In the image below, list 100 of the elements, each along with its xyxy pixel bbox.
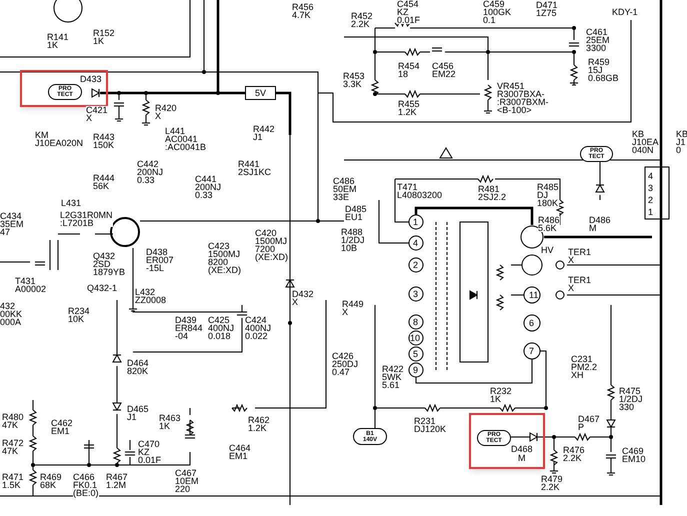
component-label: R488 1/2DJ 10B [341, 228, 364, 252]
component-label: C441 200NJ 0.33 [195, 175, 222, 199]
component-label: R449 X [342, 300, 364, 316]
component-label: R485 DJ 180K [537, 183, 559, 207]
component-label: R152 1K [93, 29, 115, 45]
component-label: R453 3.3K [343, 72, 365, 88]
component-label: D485 EU1 [345, 205, 367, 221]
component-label: KM J10EA020N [35, 131, 84, 147]
component-label: 6 [529, 319, 534, 327]
component-label: C466 FK0.1 (BE:0) [73, 473, 99, 497]
component-label: TER1 X [568, 276, 592, 292]
component-label: R479 2.2K [541, 475, 563, 491]
component-label: D432 X [292, 290, 314, 306]
node-label: 5V [254, 88, 266, 98]
component-label: 3 [648, 184, 654, 192]
component-label: T431 A00002 [15, 277, 46, 293]
component-label: 9 [413, 366, 418, 374]
component-label: C442 200NJ 0.33 [137, 160, 164, 184]
component-label: C456 EM22 [432, 62, 456, 78]
component-label: R420 X [155, 104, 177, 120]
component-label: 3 [413, 290, 418, 298]
component-label: R462 1.2K [248, 416, 270, 432]
component-label: R444 56K [93, 174, 115, 190]
component-label: C461 25EM 3300 [586, 28, 610, 52]
component-label: 1 [648, 208, 654, 216]
component-label: 8 [413, 318, 418, 326]
component-label: 5 [413, 350, 418, 358]
component-label: 4 [648, 172, 654, 180]
component-label: KDY-1 [612, 8, 638, 16]
component-label: R231 DJ120K [414, 417, 446, 433]
component-label: 432 00KK 000A [0, 302, 22, 326]
component-label: Q432-1 [87, 284, 118, 292]
component-label: HV [541, 246, 554, 254]
component-label: 11 [529, 291, 538, 299]
component-label: 10 [410, 334, 420, 342]
component-label: C464 EM1 [229, 444, 251, 460]
component-label: L431 [61, 199, 82, 207]
component-label: D467 P [578, 415, 600, 431]
component-label: 7 [529, 347, 534, 355]
supply-terminal [353, 428, 387, 445]
component-label: R454 18 [398, 62, 420, 78]
component-label: R475 1/2DJ 330 [619, 387, 642, 411]
component-label: D471 1Z75 [536, 1, 558, 17]
component-label: C426 250DJ 0.47 [332, 352, 358, 376]
component-label: R469 68K [40, 473, 62, 489]
component-label: R471 1.5K [2, 473, 24, 489]
component-label: R443 150K [93, 133, 115, 149]
component-label: R141 1K [47, 33, 69, 49]
component-label: L2G31R0MN :L7201B [60, 211, 113, 227]
component-label: D465 J1 [127, 405, 149, 421]
component-label: R442 J1 [253, 125, 275, 141]
component-label: R452 2.2K [351, 12, 373, 28]
component-label: C462 EM1 [51, 419, 73, 435]
component-label: R472 47K [2, 439, 24, 455]
component-label: C420 1500MJ 7200 (XE:XD) [255, 229, 288, 261]
component-label: R441 2SJ1KC [238, 160, 272, 176]
component-label: C423 1500MJ 8200 (XE:XD) [208, 242, 241, 274]
component-label: 1 [413, 218, 418, 226]
component-label: C467 10EM 220 [175, 469, 198, 493]
component-label: R234 10K [68, 307, 90, 323]
component-label: R455 1.2K [398, 100, 420, 116]
component-label: TER1 X [568, 248, 592, 264]
component-label: R486 5.6K [538, 216, 560, 232]
component-label: 2 [413, 261, 418, 269]
component-label: C459 100GK 0.1 [483, 0, 512, 24]
protect-terminal [580, 146, 613, 162]
component-label: C469 EM10 [622, 447, 646, 463]
component-label: T471 L40803200 [397, 183, 442, 199]
component-label: C231 PM2.2 XH [571, 355, 597, 379]
component-label: R480 47K [2, 413, 24, 429]
component-label: 4 [413, 239, 418, 247]
voltage-block [245, 86, 276, 100]
component-label: C470 KZ 0.01F [138, 440, 161, 464]
component-label: D464 820K [127, 359, 149, 375]
component-label: C425 400NJ 0.018 [208, 316, 234, 340]
highlight-frame [20, 70, 108, 107]
component-label: R481 2SJ2.2 [478, 185, 506, 201]
component-label: R232 1K [490, 387, 512, 403]
node-label: D433 [80, 75, 102, 84]
component-label: D486 M [589, 216, 611, 232]
component-label: 2 [648, 196, 654, 204]
component-label: C421 X [86, 106, 108, 122]
component-label: R463 1K [159, 414, 181, 430]
component-label: C454 KZ 0.01F [397, 0, 420, 24]
component-label: KB J10EA 040N [632, 130, 658, 154]
component-label: D438 ER007 -15L [146, 248, 174, 272]
component-label: R422 5WK 5.61 [382, 365, 404, 389]
component-label: R476 2.2K [563, 446, 585, 462]
component-label: VR451 R3007BXA- :R3007BXM- <B-100> [497, 82, 549, 114]
component-label: R456 4.7K [292, 3, 314, 19]
component-label: C486 50EM 33E [333, 177, 356, 201]
protect-terminal [48, 84, 82, 100]
component-label: R467 1.2M [106, 473, 128, 489]
protect-terminal [477, 430, 511, 446]
component-label: L441 AC0041 :AC0041B [165, 127, 206, 151]
highlight-frame [469, 413, 545, 469]
component-label: L432 ZZ0008 [135, 288, 166, 304]
component-label: R459 15J 0.68GB [588, 58, 619, 82]
component-label: C434 35EM 47 [0, 212, 24, 236]
component-label: D439 ER844 -04 [175, 316, 203, 340]
